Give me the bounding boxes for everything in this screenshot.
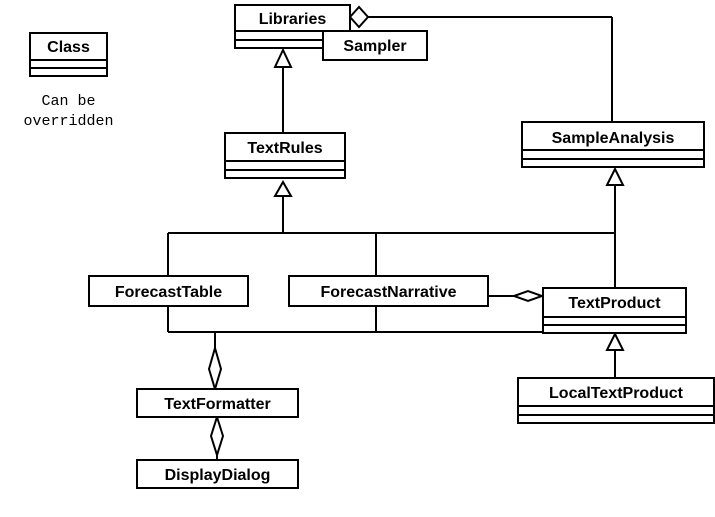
sampler-box (322, 30, 428, 61)
textformatter-name: TextFormatter (164, 396, 270, 413)
forecasttable-name: ForecastTable (115, 284, 222, 301)
forecastnarrative-name: ForecastNarrative (320, 284, 456, 301)
class-textformatter: TextFormatter (136, 388, 299, 418)
aggregation-diamond-textproduct (511, 289, 545, 303)
sampleanalysis-name: SampleAnalysis (552, 130, 675, 147)
class-displaydialog: DisplayDialog (136, 459, 299, 489)
forecasttable-box (88, 275, 249, 307)
class-sampleanalysis: SampleAnalysis (521, 121, 705, 168)
class-textrules: TextRules (224, 132, 346, 179)
connectors (167, 16, 616, 460)
textformatter-box (136, 388, 299, 418)
inheritance-arrow-sampleanalysis (605, 166, 625, 186)
class-forecastnarrative: ForecastNarrative (288, 275, 489, 307)
aggregation-diamond-libraries (348, 5, 370, 29)
legend: Class Can be overridden (23, 32, 114, 130)
legend-note-line1: Can be (41, 93, 95, 110)
sampler-name: Sampler (343, 38, 406, 55)
textrules-name: TextRules (247, 140, 322, 157)
class-sampler: Sampler (322, 30, 428, 61)
class-forecasttable: ForecastTable (88, 275, 249, 307)
inheritance-arrow-textproduct (605, 331, 625, 351)
localtextproduct-name: LocalTextProduct (549, 385, 684, 402)
inheritance-arrow-libraries (273, 47, 293, 68)
class-localtextproduct: LocalTextProduct (517, 377, 715, 424)
displaydialog-name: DisplayDialog (165, 467, 271, 484)
legend-class-label: Class (47, 39, 90, 56)
legend-note-line2: overridden (23, 113, 113, 130)
forecastnarrative-box (288, 275, 489, 307)
displaydialog-box (136, 459, 299, 489)
inheritance-arrow-textrules (273, 179, 293, 197)
libraries-name: Libraries (259, 11, 327, 28)
aggregation-diamond-textformatter-top (207, 344, 223, 393)
aggregation-diamond-textformatter-bottom (209, 413, 225, 459)
class-textproduct: TextProduct (542, 287, 687, 334)
textproduct-name: TextProduct (568, 295, 661, 312)
